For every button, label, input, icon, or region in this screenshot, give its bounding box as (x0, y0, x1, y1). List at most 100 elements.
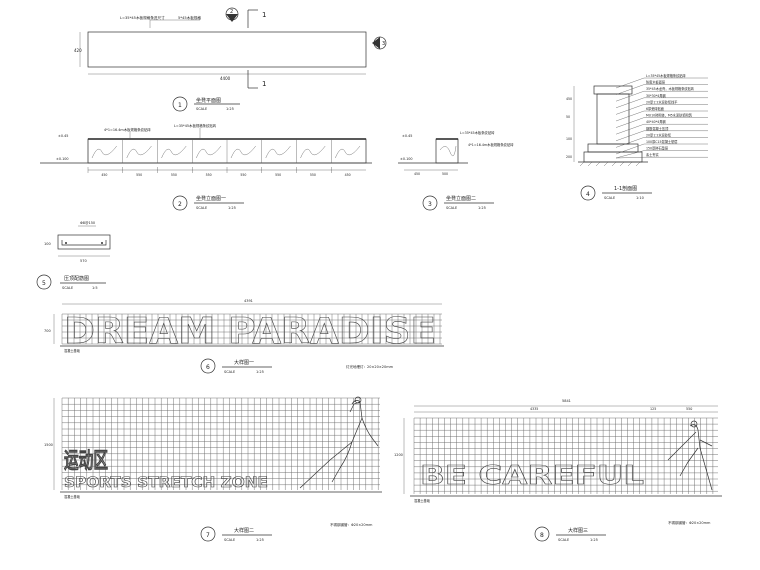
sign1-scale: 1:25 (256, 370, 264, 374)
plan-dim-length: 4400 (220, 76, 231, 81)
sign3-dim-height: 1200 (394, 453, 403, 457)
sign1-scale-label: SCALE (224, 370, 235, 374)
sign1-num: 6 (206, 364, 210, 371)
section-num: 4 (586, 191, 590, 198)
elev1-dim: 450 (101, 173, 107, 177)
sign2-cn-text: 运动区 (64, 449, 108, 474)
section-callout: 20厚1:2水泥砂浆找平 (646, 99, 678, 104)
sign2-mesh (61, 397, 380, 490)
elev1-note2: L=35*45木板规格条纹贴砖 (174, 123, 217, 128)
plan-scale: 1:25 (226, 107, 234, 111)
sign1-dim-height: 700 (44, 329, 51, 333)
elev2-title: 坐凳立面图二 (446, 195, 476, 202)
elev2-scale-label: SCALE (446, 206, 457, 210)
sign1-dim-width: 4391 (244, 299, 253, 303)
stretch-figure-icon (299, 400, 379, 489)
view-mark-top-num: 2 (230, 9, 233, 15)
sign2-title-circle (200, 526, 216, 542)
plan-num: 1 (178, 102, 182, 109)
sign1-note: 灯光地埋灯：20×20×20mm (346, 364, 394, 369)
sign3-dim-1: 4335 (530, 407, 538, 411)
sign2-en-text: SPORTS STRETCH ZONE (64, 475, 268, 491)
sign3-text: BE CAREFUL (420, 461, 644, 491)
sign-1: 4391 700 DREAM PARADISE 混凝土基础 灯光地埋灯：20×2… (44, 299, 444, 374)
section-title-circle (580, 185, 596, 201)
detail-scale-label: SCALE (62, 286, 73, 290)
seat-detail: Φ8@150 100 570 5 压顶配筋图 SCALE 1:5 (36, 221, 111, 290)
sign3-base: 混凝土基础 (414, 498, 430, 503)
elev1-dim: 550 (171, 173, 177, 177)
sign1-mesh (61, 313, 442, 345)
elev1-level-top: ±0.45 (58, 134, 68, 138)
section-callout: 150厚碎石垫层 (646, 146, 668, 151)
section-dim-2: 50 (566, 115, 570, 119)
elev2-level-base: ±0.100 (400, 157, 413, 161)
section-dim-3: 100 (566, 137, 572, 141)
elev1-title-circle (172, 195, 188, 211)
sign3-mesh (413, 417, 718, 494)
sign3-title: 大样图三 (568, 527, 588, 534)
bench-plan-surface (87, 31, 367, 68)
section-callout: 100厚C15混凝土垫层 (646, 139, 678, 144)
section-1-1: L=35*45木板规格条纹贴砖防腐木板面层35*45木龙骨，木板规格条纹贴砖30… (566, 73, 708, 201)
sign1-base: 混凝土基础 (64, 348, 80, 353)
elev1-dim: 550 (275, 173, 281, 177)
sign3-num: 8 (540, 532, 544, 539)
plan-view: 420 4400 L=35*45木板规格条进尺寸 5*45木板规格 1 1 2 … (74, 7, 387, 112)
sign3-title-circle (534, 526, 550, 542)
section-callout: 素土夯实 (646, 152, 659, 157)
plan-note-left: L=35*45木板规格条进尺寸 (120, 15, 165, 20)
elev2-scale: 1:25 (478, 206, 486, 210)
section-callout: MU10砖砌体，M5水泥砂浆砌筑 (646, 113, 693, 118)
view-mark-right-num: 3 (382, 41, 385, 47)
view-arrow-left-icon (372, 37, 380, 49)
sign2-base: 混凝土基础 (64, 494, 80, 499)
section-mark-top: 1 (262, 11, 266, 19)
sign3-dim-total: 5841 (562, 399, 571, 403)
section-callout: 35*45木龙骨，木板规格条纹贴砖 (646, 86, 695, 91)
detail-dim-top: Φ8@150 (80, 221, 95, 225)
elev2-title-circle (422, 195, 438, 211)
section-callout: 40*40*4角钢 (646, 119, 666, 124)
section-scale: 1:10 (636, 196, 644, 200)
elev2-note2: 4*1=16.4m木板规格条纹贴砖 (468, 142, 514, 147)
elevation-2: L=35*45木板条纹贴砖 4*1=16.4m木板规格条纹贴砖 ±0.45 ±0… (398, 130, 514, 211)
view-arrow-icon (226, 14, 238, 22)
elev1-dim: 550 (206, 173, 212, 177)
sign3-scale-label: SCALE (558, 538, 569, 542)
section-callout: 6厚瓷砖贴面 (646, 106, 664, 111)
sign3-scale: 1:25 (590, 538, 598, 542)
plan-title: 坐凳平面图 (196, 97, 221, 104)
sign2-title: 大样图二 (234, 527, 254, 534)
sign2-note: 不锈钢钢管：Φ20×20mm (330, 522, 373, 527)
elev1-dim: 550 (136, 173, 142, 177)
careful-figure-icon (667, 424, 713, 491)
sign1-text: DREAM PARADISE (64, 311, 436, 352)
detail-scale: 1:5 (92, 286, 98, 290)
elev1-title: 坐凳立面图一 (196, 195, 226, 202)
elev1-dim: 450 (345, 173, 351, 177)
elev1-level-base: ±0.100 (56, 157, 69, 161)
elev1-dim: 550 (310, 173, 316, 177)
section-dim-1: 450 (566, 97, 572, 101)
elev2-note1: L=35*45木板条纹贴砖 (460, 130, 495, 135)
sign2-num: 7 (206, 532, 210, 539)
sign3-dim-2: 125 (650, 407, 656, 411)
coping-section (57, 234, 111, 250)
elev1-dim: 550 (240, 173, 246, 177)
detail-title: 压顶配筋图 (64, 275, 89, 282)
elevation-1: 4*1=16.4m木板规格条纹贴砖 L=35*45木板规格条纹贴砖 ±0.45 … (40, 123, 372, 211)
detail-dim-left: 100 (44, 242, 51, 246)
sign-3: 5841 4335 125 550 1200 BE CAREFUL 混凝土基础 … (394, 399, 722, 542)
concrete-footing (587, 143, 639, 153)
elev2-dim-1: 450 (414, 172, 420, 176)
plan-dim-height: 420 (74, 48, 82, 53)
sign2-scale-label: SCALE (224, 538, 235, 542)
brick-wall (596, 93, 630, 145)
detail-dim-bottom: 570 (80, 259, 87, 263)
section-title: 1-1剖面图 (614, 185, 637, 192)
plan-scale-label: SCALE (196, 107, 207, 111)
section-mark-bottom: 1 (262, 80, 266, 88)
seat-board (593, 85, 633, 95)
